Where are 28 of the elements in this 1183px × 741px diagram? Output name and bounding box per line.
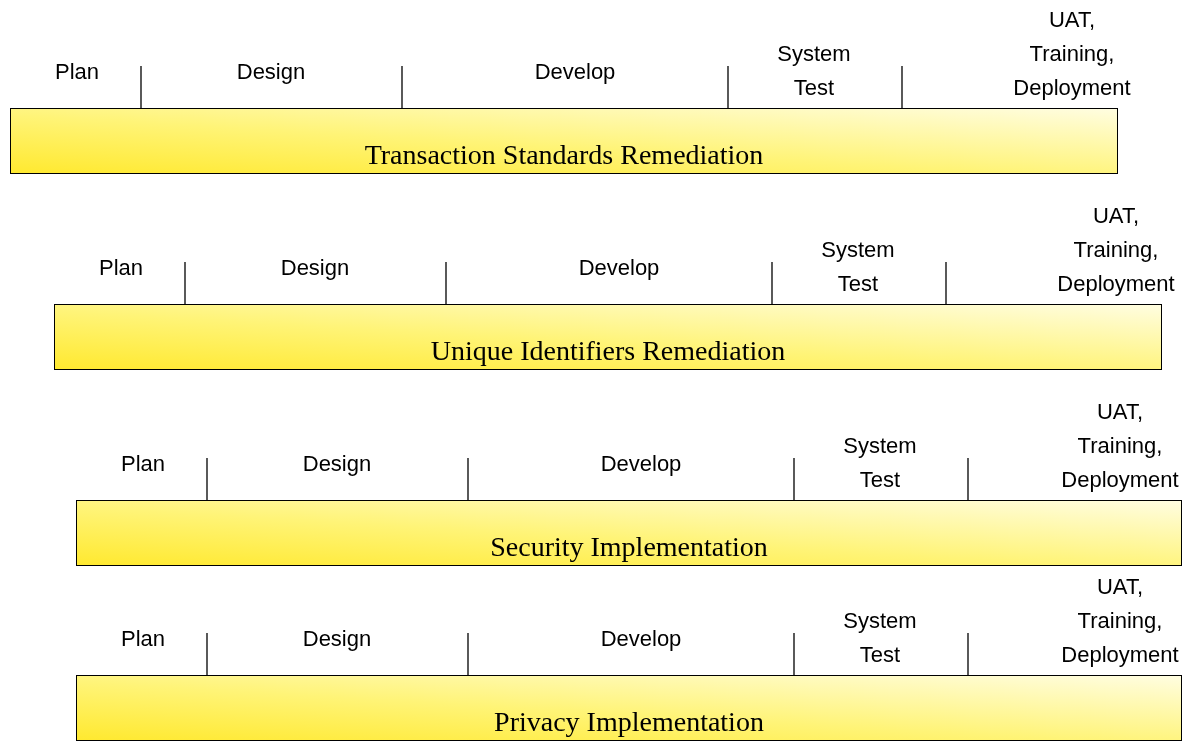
phase-label: Develop [599, 625, 683, 653]
phase-label: System Test [842, 607, 918, 669]
phase-label: Plan [119, 625, 166, 653]
bar-title: Security Implementation [490, 531, 768, 564]
phase-label: UAT, Training, Deployment [1060, 398, 1180, 494]
phase-label: Develop [599, 450, 683, 478]
phase-label: UAT, Training, Deployment [1060, 573, 1180, 669]
phase-label: Develop [533, 58, 617, 86]
phase-label: Plan [53, 58, 100, 86]
phase-label: Design [235, 58, 307, 86]
phase-label: Plan [97, 254, 144, 282]
phase-label: Develop [577, 254, 661, 282]
bar-title: Unique Identifiers Remediation [430, 335, 786, 368]
phase-label: Design [279, 254, 351, 282]
phase-label: Design [301, 450, 373, 478]
phase-bar [76, 675, 1182, 741]
phase-bar [54, 304, 1162, 370]
phase-label: System Test [820, 236, 896, 298]
phase-label: UAT, Training, Deployment [1056, 202, 1176, 298]
phase-label: Plan [119, 450, 166, 478]
phase-label: Design [301, 625, 373, 653]
phase-label: System Test [776, 40, 852, 102]
phase-label: System Test [842, 432, 918, 494]
phase-bar [76, 500, 1182, 566]
bar-title: Transaction Standards Remediation [364, 139, 764, 172]
bar-title: Privacy Implementation [494, 706, 764, 739]
phase-label: UAT, Training, Deployment [1012, 6, 1132, 102]
phase-bar [10, 108, 1118, 174]
